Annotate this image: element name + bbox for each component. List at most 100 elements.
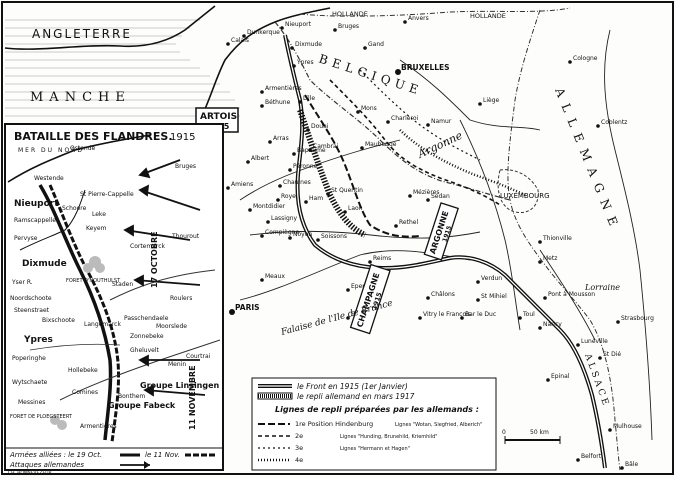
inset-place-ramscappelle: Ramscappelle: [14, 217, 56, 224]
inset-place-groupe-linsingen: Groupe Linsingen: [140, 381, 220, 390]
city-calais: Calais: [226, 37, 249, 46]
svg-text:Bruges: Bruges: [338, 23, 359, 30]
svg-text:Dixmude: Dixmude: [295, 41, 322, 48]
svg-text:Nieuport: Nieuport: [285, 21, 312, 28]
svg-text:Toul: Toul: [522, 311, 535, 318]
legend-pos-4: 4e: [295, 456, 303, 464]
svg-text:Lunéville: Lunéville: [581, 338, 608, 345]
svg-text:St Quentin: St Quentin: [331, 187, 363, 194]
inset-place-foret-d-houthulst: FORET D'HOUTHULST: [66, 278, 121, 284]
city-p-ronne: Péronne: [288, 163, 318, 172]
city-m-zi-res: Mézières: [408, 189, 440, 198]
svg-text:Pont à Mousson: Pont à Mousson: [548, 291, 595, 298]
legend-pos-3-desc: Lignes "Hermann et Hagen": [340, 446, 410, 452]
legend-repli-1917: le repli allemand en mars 1917: [297, 392, 415, 401]
svg-text:Chaulnes: Chaulnes: [283, 179, 311, 186]
legend-pos-1: 1re Position Hindenburg: [295, 420, 373, 428]
svg-text:Cambrai: Cambrai: [313, 143, 339, 150]
inset-place-bonthem: Bonthem: [118, 393, 145, 400]
svg-text:Mulhouse: Mulhouse: [613, 423, 642, 430]
svg-text:Soissons: Soissons: [321, 233, 347, 240]
holland-label-2: HOLLANDE: [470, 12, 506, 20]
city-strasbourg: Strasbourg: [616, 315, 654, 324]
svg-text:Vitry le François: Vitry le François: [423, 311, 471, 318]
inset-place-keyem: Keyem: [86, 225, 107, 232]
svg-text:Liège: Liège: [483, 97, 500, 104]
city-coblentz: Coblentz: [596, 119, 627, 128]
svg-text:Ham: Ham: [309, 195, 323, 202]
svg-text:Namur: Namur: [431, 118, 452, 125]
inset-place-ypres: Ypres: [23, 335, 53, 345]
city-bruxelles: BRUXELLES: [395, 63, 450, 75]
city-charleroi: Charleroi: [386, 115, 419, 124]
inset-legend-allied-2: le 11 Nov.: [145, 451, 180, 459]
city-montdidier: Montdidier: [248, 203, 286, 212]
belgium-border: [274, 21, 511, 201]
city-lun-ville: Lunéville: [576, 338, 608, 347]
city-st-mihiel: St Mihiel: [476, 293, 507, 302]
city-gand: Gand: [363, 41, 384, 50]
inset-place-bruges: Bruges: [175, 163, 196, 170]
svg-text:Montdidier: Montdidier: [253, 203, 286, 210]
city-nancy: Nancy: [538, 321, 562, 330]
svg-text:Péronne: Péronne: [293, 163, 318, 170]
holland-label-1: HOLLANDE: [332, 10, 368, 18]
inset-place-cortemarck: Cortemarck: [130, 243, 166, 250]
svg-text:St Mihiel: St Mihiel: [481, 293, 507, 300]
argonne-region-label: Argonne: [415, 129, 465, 162]
artois-label: ARTOIS: [200, 112, 237, 122]
inset-sea-label: MER DU NORD: [18, 147, 84, 154]
somme-river: [239, 139, 401, 201]
scale-zero: 0: [502, 429, 506, 436]
inset-allied-front-11nov: [48, 184, 121, 443]
svg-text:Compiègne: Compiègne: [265, 229, 299, 236]
inset-place-foret-de-ploegsteert: FORET DE PLOEGSTEERT: [10, 414, 73, 420]
inset-place-gheluvelt: Gheluvelt: [130, 347, 160, 354]
inset-place-passchendaele: Passchendaele: [124, 315, 169, 322]
inset-place-noordschoote: Noordschoote: [10, 295, 52, 302]
holland-border: [299, 7, 571, 17]
svg-text:BRUXELLES: BRUXELLES: [401, 63, 450, 72]
germany-label: ALLEMAGNE: [552, 85, 623, 235]
city-albert: Albert: [246, 155, 270, 164]
inset-place-moorslede: Moorslede: [156, 323, 187, 330]
inset-place-bixschoote: Bixschoote: [42, 317, 75, 324]
city-ch-lons: Châlons: [426, 291, 455, 300]
svg-text:Sedan: Sedan: [431, 193, 450, 200]
svg-text:Lille: Lille: [303, 95, 315, 102]
flanders-inset: BATAILLE DES FLANDRES. 1915 MER DU NORD: [4, 123, 224, 471]
legend-pos-2: 2e: [295, 432, 303, 440]
inset-place-st-pierre-cappelle: St Pierre-Cappelle: [80, 191, 134, 198]
svg-text:Verdun: Verdun: [481, 275, 502, 282]
city-meaux: Meaux: [260, 273, 285, 282]
inset-title: BATAILLE DES FLANDRES.: [14, 130, 173, 143]
argonne-box: ARGONNE 1915: [423, 202, 459, 261]
svg-text:Cologne: Cologne: [573, 55, 598, 62]
inset-date-17oct: 17 OCTOBRE: [150, 231, 159, 288]
city-b-thune: Béthune: [260, 99, 291, 108]
inset-legend-german: Attaques allemandes: [9, 461, 84, 469]
city-chaulnes: Chaulnes: [278, 179, 311, 188]
aisne-river: [249, 230, 481, 239]
city-amiens: Amiens: [226, 181, 253, 190]
city-namur: Namur: [426, 118, 452, 127]
svg-text:PARIS: PARIS: [235, 303, 260, 312]
city-maubeuge: Maubeuge: [360, 141, 397, 150]
repli-line-3: [359, 69, 481, 161]
inset-place-wytschaete: Wytschaete: [12, 379, 48, 386]
main-legend: le Front en 1915 (1er Janvier) le repli …: [251, 377, 497, 471]
city-cambrai: Cambrai: [308, 143, 339, 152]
city-b-le: Bâle: [620, 461, 638, 470]
city-epinal: Epinal: [546, 373, 570, 382]
inset-place-yser-r-: Yser R.: [11, 279, 33, 286]
city-dunkerque: Dunkerque: [242, 29, 280, 38]
inset-yser-river: [19, 189, 86, 251]
inset-road-3: [29, 343, 121, 351]
inset-place-hollebeke: Hollebeke: [68, 367, 98, 374]
front-1915-line-inner: [284, 34, 606, 469]
svg-text:Châlons: Châlons: [431, 291, 455, 298]
